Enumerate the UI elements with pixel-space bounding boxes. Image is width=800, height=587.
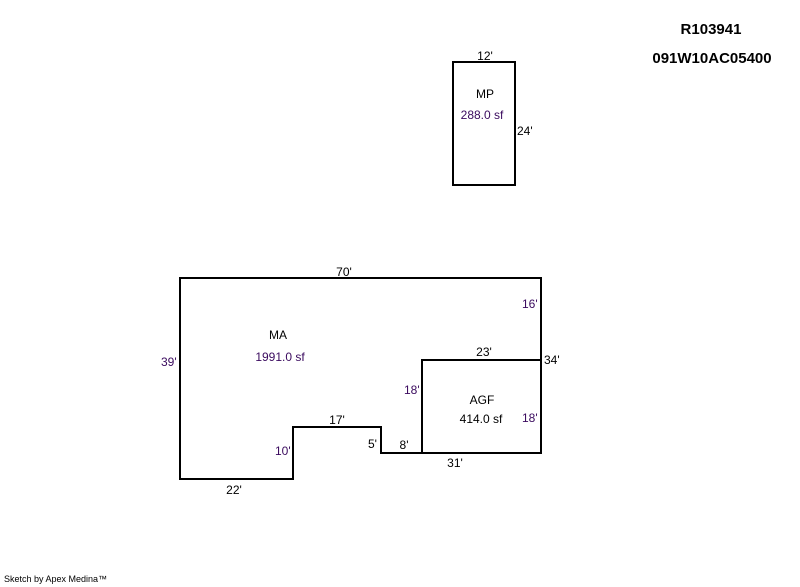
ma-dim-step-bottom: 8'	[400, 438, 409, 452]
sketch-credit: Sketch by Apex Medina™	[4, 574, 107, 584]
agf-area-shape	[421, 359, 542, 454]
ma-dim-top: 70'	[336, 265, 352, 279]
ma-dim-left: 39'	[161, 355, 177, 369]
agf-area: 414.0 sf	[460, 412, 503, 426]
agf-dim-bottom: 31'	[447, 456, 463, 470]
ma-dim-step-down: 5'	[368, 437, 377, 451]
mp-area-shape	[452, 61, 516, 186]
agf-label: AGF	[470, 393, 495, 407]
ma-label: MA	[269, 328, 287, 342]
mp-dim-top: 12'	[477, 49, 493, 63]
agf-dim-outer-right: 34'	[544, 353, 560, 367]
ma-area-shape	[179, 277, 542, 480]
ma-dim-bottom-left: 22'	[226, 483, 242, 497]
agf-dim-right: 18'	[522, 411, 538, 425]
mp-label: MP	[476, 87, 494, 101]
ma-dim-step-top: 17'	[329, 413, 345, 427]
ma-dim-step-up: 10'	[275, 444, 291, 458]
agf-dim-top: 23'	[476, 345, 492, 359]
agf-dim-left: 18'	[404, 383, 420, 397]
map-number: 091W10AC05400	[652, 50, 771, 67]
mp-dim-right: 24'	[517, 124, 533, 138]
ma-area: 1991.0 sf	[255, 350, 305, 364]
ma-dim-right-upper: 16'	[522, 297, 538, 311]
mp-area: 288.0 sf	[461, 108, 504, 122]
account-number: R103941	[681, 21, 742, 38]
